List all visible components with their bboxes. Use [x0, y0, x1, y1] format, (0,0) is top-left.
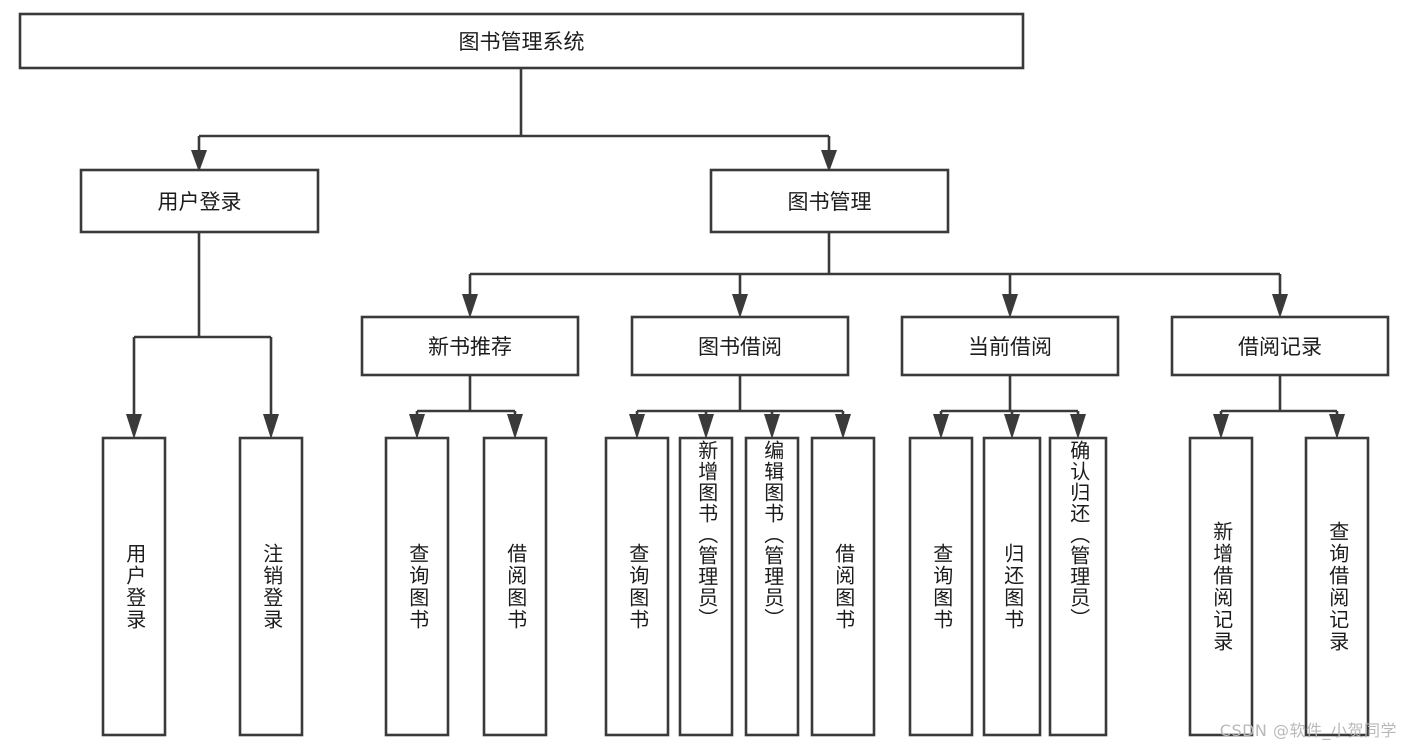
node-root-label: 图书管理系统: [459, 30, 585, 54]
node-user-login[interactable]: 用户登录: [79, 168, 320, 234]
node-root[interactable]: 图书管理系统: [18, 12, 1025, 70]
leaf-boxes: [101, 436, 1370, 737]
node-book-borrow[interactable]: 图书借阅: [630, 315, 850, 377]
node-user-login-label: 用户登录: [158, 190, 242, 214]
connector-bookborrow-to-leaves: [629, 375, 851, 439]
connector-borrowrecord-to-leaves: [1213, 375, 1345, 439]
leaf-box-logout[interactable]: [238, 436, 304, 737]
node-current-borrow-label: 当前借阅: [968, 335, 1052, 359]
connector-currentborrow-to-leaves: [933, 375, 1086, 439]
node-borrow-record-label: 借阅记录: [1238, 335, 1322, 359]
node-book-borrow-label: 图书借阅: [698, 335, 782, 359]
leaf-box-edit-book[interactable]: [744, 436, 800, 737]
leaf-box-return-book[interactable]: [982, 436, 1042, 737]
connector-bookmanage-to-level3: [462, 232, 1288, 318]
leaf-box-query-book-current[interactable]: [908, 436, 974, 737]
node-book-manage-label: 图书管理: [788, 190, 872, 214]
leaf-box-query-book-borrow[interactable]: [604, 436, 670, 737]
leaf-box-confirm-return[interactable]: [1048, 436, 1108, 737]
leaf-box-user-login[interactable]: [101, 436, 167, 737]
connector-root-to-level2: [191, 68, 837, 172]
watermark-text: CSDN @软件_小贺同学: [1219, 721, 1397, 740]
leaf-box-add-book[interactable]: [678, 436, 734, 737]
node-current-borrow[interactable]: 当前借阅: [900, 315, 1120, 377]
leaf-box-add-borrow-record[interactable]: [1188, 436, 1254, 737]
leaf-box-query-book-recommend[interactable]: [384, 436, 450, 737]
node-new-book-recommend[interactable]: 新书推荐: [360, 315, 580, 377]
leaf-box-query-borrow-record[interactable]: [1304, 436, 1370, 737]
node-book-manage[interactable]: 图书管理: [709, 168, 950, 234]
leaf-box-borrow-book[interactable]: [810, 436, 876, 737]
leaf-box-borrow-book-recommend[interactable]: [482, 436, 548, 737]
node-new-book-recommend-label: 新书推荐: [428, 335, 512, 359]
connector-recommend-to-leaves: [409, 375, 523, 439]
connector-userlogin-to-leaves: [126, 232, 279, 439]
node-borrow-record[interactable]: 借阅记录: [1170, 315, 1390, 377]
